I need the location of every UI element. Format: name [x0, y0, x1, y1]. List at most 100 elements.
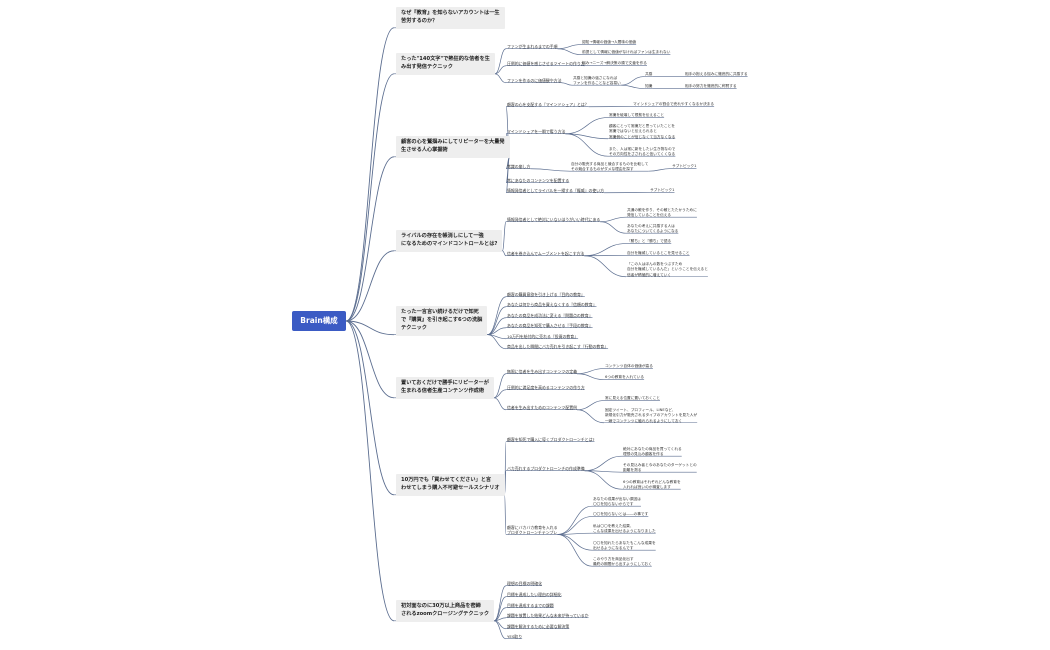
- subtopic[interactable]: 課題を放置した結果どんな未来が待っているか: [507, 613, 589, 619]
- connector-line: [577, 373, 605, 380]
- connector-line: [493, 585, 507, 622]
- subtopic[interactable]: 課題を解決するために必要な解決策: [507, 624, 570, 630]
- subtopic[interactable]: あなたは何から商品を買えなくする『信頼の教育』: [507, 302, 597, 308]
- connector-line: [648, 168, 672, 172]
- subtopic[interactable]: あなたの商品を知死で購入させる『手段の教育』: [507, 323, 593, 329]
- detail[interactable]: 6つの教育を入れている: [605, 375, 645, 380]
- connector-line: [345, 320, 395, 399]
- connector-line: [557, 44, 582, 50]
- detail[interactable]: 〇〇を知らないとは――の事です: [593, 512, 649, 517]
- subtopic[interactable]: 信者を生み出すためのコンテンツ配置例: [507, 405, 578, 411]
- connector-line: [557, 534, 593, 567]
- detail[interactable]: 前提として情報に価値がなければファンは生まれない: [582, 50, 671, 55]
- detail[interactable]: あなたの考えに共感する人はあなたについてくるようになる: [627, 223, 679, 233]
- subtopic[interactable]: バカ売れするプロダクトローンチの作成準備: [507, 466, 585, 472]
- subtopic[interactable]: 10万円を給付的に売れる『投資の教育』: [507, 334, 579, 340]
- branch-7[interactable]: 10万円でも「買わせてください」と言わせてしまう購入不可避セールスシナリオ: [396, 474, 505, 496]
- detail[interactable]: このやり方を商品化出す最終の期間から出すようにしておく: [593, 556, 652, 566]
- detail[interactable]: コンテンツ自体の価値が高る: [605, 364, 653, 369]
- detail[interactable]: 常識を破壊して根拠を伝えること: [609, 113, 665, 118]
- subtopic[interactable]: 理想の目標の明確化: [507, 581, 543, 587]
- branch-3[interactable]: 顧客の心を鷲掴みにしてリピーターを大量発生させる人心掌握術: [396, 136, 510, 158]
- branch-6[interactable]: 置いておくだけで勝手にリピーターが生まれる信者生産コンテンツ作成術: [396, 377, 494, 399]
- subtopic[interactable]: 常識の崩し方: [507, 164, 531, 170]
- detail[interactable]: 顧客にとって常識だと思っていたことを常識ではないと伝えられると常識側のことが信じ…: [609, 124, 676, 139]
- detail[interactable]: また、人は常に新をしたい生き物なのでその方向性をさされると信いてくくなる: [609, 146, 676, 156]
- connector-line: [493, 373, 507, 399]
- subtopic[interactable]: ファンが生まれるまでの手順: [507, 44, 558, 50]
- subtopic[interactable]: 圧倒的に価値を感じさせるツイートの作り方: [507, 61, 585, 67]
- detail[interactable]: 悩み→ニーズ→解決策の順で文章を作る: [582, 61, 647, 66]
- subtopic[interactable]: 顧客を知死で購入に導くプロダクトローンチとは?: [507, 437, 595, 443]
- connector-line: [345, 156, 395, 322]
- detail[interactable]: 相手の努力を徹底的に称賛する: [685, 84, 737, 89]
- subtopic[interactable]: あなたの商品を成功法に変える『問題点の教育』: [507, 313, 593, 319]
- branch-2[interactable]: たった"140文字"で熱狂的な信者を生み出す発信テクニック: [396, 53, 495, 75]
- detail[interactable]: サブトピック1: [650, 188, 675, 193]
- detail[interactable]: 『勝ち』と『勝ち』で語る: [627, 239, 672, 244]
- subtopic[interactable]: 目標を達成したい理由の詳細化: [507, 592, 562, 598]
- connector-line: [493, 596, 507, 622]
- detail[interactable]: 私は〇〇を教えた結果、こんな成果を出せるようになりました: [593, 523, 656, 533]
- connector-line: [493, 620, 507, 640]
- subtopic[interactable]: 情報発信者として絶対にいないほうがいい時代にある: [507, 217, 601, 223]
- root-node[interactable]: Brain構成: [292, 311, 346, 331]
- subtopic[interactable]: 顧客の購買意欲を引き上げる『目的の教育』: [507, 292, 585, 298]
- connector-line: [584, 470, 623, 490]
- detail[interactable]: 固定ツイート、プロフィール、LINEなど、新規化引力が販売されるタイプのアカウン…: [605, 408, 698, 423]
- connector-line: [493, 397, 507, 411]
- connector-line: [600, 216, 627, 223]
- subtopic[interactable]: YES取り: [507, 634, 523, 640]
- subtopic[interactable]: 顧客にバカバカ教育を入れるプロダクトローンチテンプレ: [507, 524, 558, 535]
- connector-line: [584, 243, 627, 257]
- subtopic[interactable]: マインドシェアを一瞬で奪う方法: [507, 129, 566, 135]
- subtopic[interactable]: 顧客の心を支配する『マインドシェア』とは？: [507, 102, 589, 108]
- detail[interactable]: 「この人はほんの数をつぶすため自分を権威しているんだ」ということを伝えると信者が…: [627, 262, 708, 277]
- connector-line: [494, 65, 507, 75]
- branch-1[interactable]: なぜ『教育』を知らないアカウントは一生苦労するのか？: [396, 7, 505, 29]
- subtopic[interactable]: 商品を出した瞬間にバカ売れを引き起こす『行動の教育』: [507, 344, 609, 350]
- connector-line: [565, 117, 609, 135]
- subtopic[interactable]: 常にあなたのコンテンツを配置する: [507, 178, 570, 184]
- connector-line: [530, 168, 571, 172]
- connector-line: [345, 73, 395, 322]
- detail[interactable]: その見込み者と今のあなたのターゲットとの距離を測る: [623, 462, 697, 472]
- detail[interactable]: 6つの教育はそれぞれどんな教育を入れれば良いのか精査します: [623, 479, 681, 489]
- detail[interactable]: マインドシェアの割合で売れやすくなるか決まる: [633, 102, 715, 107]
- detail[interactable]: 自分の販売する商品と競合するものを比較してその競合するものがダメな理由を探す: [571, 161, 649, 171]
- branch-5[interactable]: たった一言言い続けるだけで知死で『購買』を引き起こす6つの洗脳テクニック: [396, 306, 488, 336]
- connector-line: [502, 250, 507, 257]
- connector-line: [505, 156, 510, 194]
- detail[interactable]: 認知→情報の価値→人間味の価値: [582, 40, 637, 45]
- detail[interactable]: 共感: [645, 72, 653, 77]
- connector-line: [584, 455, 623, 472]
- detail[interactable]: 〇〇を知れたらあなたもこんな成果を出せるようになるんです: [593, 540, 656, 550]
- subtopic[interactable]: 情報発信者としてライバルを一掃する『権威』の使い方: [507, 188, 605, 194]
- subtopic[interactable]: ファンを作るのに価値観や方法: [507, 78, 562, 84]
- branch-8[interactable]: 初対面なのに30万以上商品を密締されるzoomクロージングテクニック: [396, 600, 495, 622]
- detail[interactable]: 自分を権威しているとこを見せること: [627, 251, 690, 256]
- detail[interactable]: 絶対にあなたの商品を買ってくれる理想の見込み顧客を作る: [623, 446, 682, 456]
- subtopic[interactable]: 無限に信者を生み出すコンテンツの定義: [507, 369, 578, 375]
- connector-line: [577, 409, 605, 424]
- subtopic[interactable]: 目標を達成するまでの課題: [507, 603, 554, 609]
- subtopic[interactable]: 圧倒的に満足度を高めるコンテンツの作り方: [507, 385, 585, 391]
- subtopic[interactable]: 信者を巻き込んでムーブメントを起こす方法: [507, 251, 585, 257]
- detail[interactable]: あなたの成果が出ない原因は〇〇を知らないからです: [593, 496, 641, 506]
- detail[interactable]: 知識: [645, 84, 653, 89]
- connector-line: [504, 494, 507, 535]
- detail[interactable]: 常に見える位置に置いておくこと: [605, 396, 660, 401]
- connector-line: [565, 133, 609, 157]
- connector-line: [557, 48, 582, 55]
- connector-line: [345, 320, 395, 336]
- connector-line: [504, 470, 507, 496]
- connector-line: [345, 27, 395, 322]
- connector-line: [557, 534, 593, 551]
- detail[interactable]: 共通の敵を作り、その敵とたたかうために発信していることを伝える: [627, 207, 697, 217]
- detail[interactable]: サブトピック1: [672, 164, 697, 169]
- connector-line: [345, 250, 395, 322]
- connector-line: [577, 368, 605, 375]
- branch-4[interactable]: ライバルの存在を帳消しにして一強になるためのマインドコントロールとは?: [396, 230, 503, 252]
- detail[interactable]: 相手の抱える悩みに徹底的に共感する: [685, 72, 748, 77]
- detail[interactable]: 共感と知識の強さになればファンを作ることなど容易い: [573, 75, 621, 85]
